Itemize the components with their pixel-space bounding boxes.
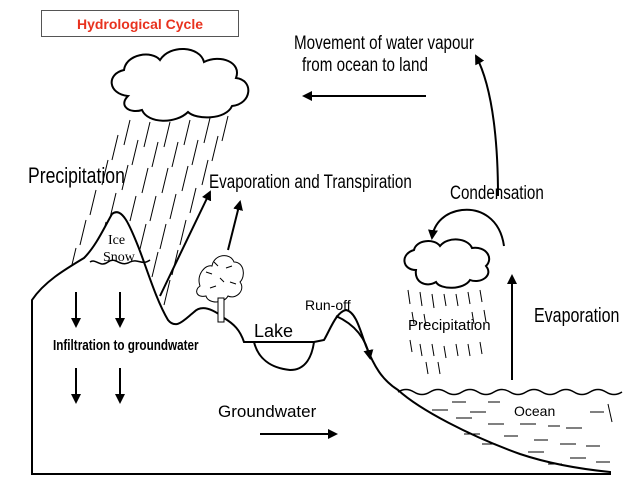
- light-rain-icon: [407, 289, 487, 375]
- label-infiltration: Infiltration to groundwater: [53, 337, 199, 354]
- label-precipitation-right: Precipitation: [408, 317, 491, 334]
- label-lake: Lake: [254, 321, 294, 341]
- label-run-off: Run-off: [305, 297, 351, 313]
- label-condensation: Condensation: [450, 183, 544, 204]
- ocean-ripples: [432, 401, 613, 465]
- wave-icon: [397, 388, 623, 396]
- label-ice: Ice: [108, 233, 126, 248]
- terrain-outline: [31, 211, 611, 475]
- label-movement-line2: from ocean to land: [302, 55, 428, 76]
- small-cloud-icon: [403, 238, 491, 289]
- label-movement-line1: Movement of water vapour: [294, 33, 474, 54]
- diagram-title-box: Hydrological Cycle: [41, 10, 239, 37]
- label-precipitation-left: Precipitation: [28, 163, 125, 188]
- arrow-icon: [71, 54, 517, 439]
- label-evaporation: Evaporation: [534, 305, 620, 327]
- diagram-title: Hydrological Cycle: [76, 15, 204, 32]
- tree-icon: [196, 255, 244, 323]
- rain-icon: [59, 115, 229, 306]
- cloud-icon: [110, 47, 250, 122]
- ice-cap: [89, 259, 151, 265]
- label-ocean: Ocean: [514, 403, 556, 419]
- label-evaporation-transpiration: Evaporation and Transpiration: [209, 172, 412, 193]
- label-snow: Snow: [103, 250, 135, 265]
- label-groundwater: Groundwater: [218, 402, 317, 421]
